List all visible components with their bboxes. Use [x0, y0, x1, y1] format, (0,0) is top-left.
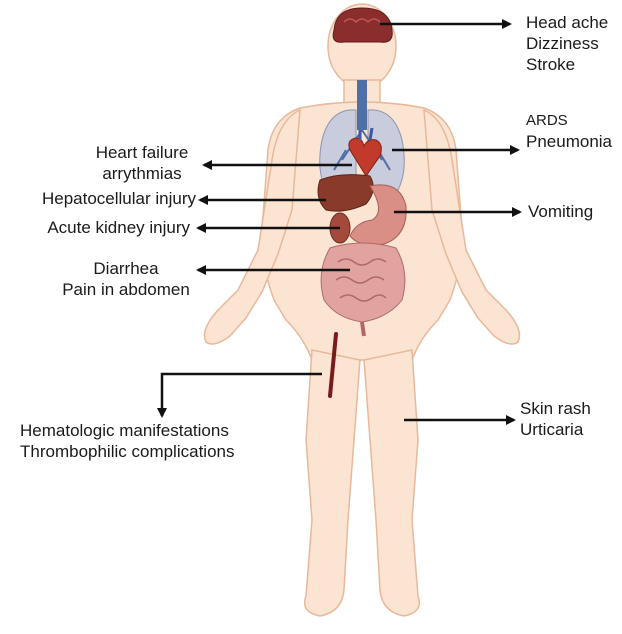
label-stomach-symptoms: Vomiting — [528, 201, 593, 222]
label-skin-symptoms: Skin rash Urticaria — [520, 398, 591, 440]
label-intestine-1: Diarrhea — [48, 258, 204, 279]
label-blood-symptoms: Hematologic manifestations Thrombophilic… — [20, 420, 234, 462]
label-kidney-symptoms: Acute kidney injury — [6, 217, 190, 238]
label-blood-2: Thrombophilic complications — [20, 441, 234, 462]
label-intestine-symptoms: Diarrhea Pain in abdomen — [48, 258, 204, 300]
label-lungs-1: ARDS — [526, 110, 612, 131]
label-blood-1: Hematologic manifestations — [20, 420, 234, 441]
label-intestine-2: Pain in abdomen — [48, 279, 204, 300]
label-skin-2: Urticaria — [520, 419, 591, 440]
label-lungs-2: Pneumonia — [526, 131, 612, 152]
label-head-2: Dizziness — [526, 33, 608, 54]
label-lung-symptoms: ARDS Pneumonia — [526, 110, 612, 152]
arrow-blood — [162, 374, 322, 416]
label-stomach-1: Vomiting — [528, 201, 593, 222]
label-kidney-1: Acute kidney injury — [6, 217, 190, 238]
label-heart-symptoms: Heart failure arrythmias — [78, 142, 206, 184]
label-head-symptoms: Head ache Dizziness Stroke — [526, 12, 608, 75]
label-liver-1: Hepatocellular injury — [6, 188, 196, 209]
label-head-1: Head ache — [526, 12, 608, 33]
label-skin-1: Skin rash — [520, 398, 591, 419]
label-liver-symptoms: Hepatocellular injury — [6, 188, 196, 209]
label-heart-1: Heart failure — [78, 142, 206, 163]
label-heart-2: arrythmias — [78, 163, 206, 184]
label-head-3: Stroke — [526, 54, 608, 75]
